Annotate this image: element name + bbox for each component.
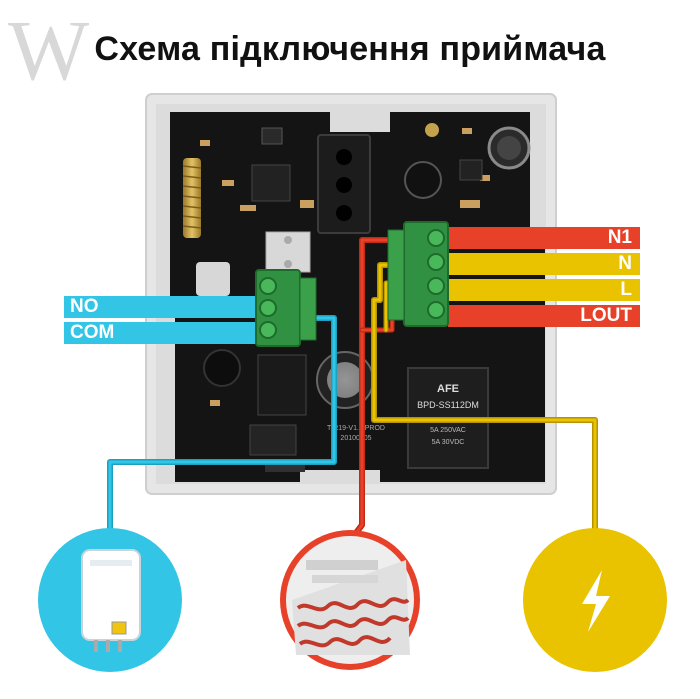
label-no: NO xyxy=(70,296,99,317)
relay-rating-1: 5A 250VAC xyxy=(430,427,466,434)
boiler-icon xyxy=(38,528,182,672)
bar-lout xyxy=(448,305,640,327)
label-l: L xyxy=(620,279,632,300)
board-date: 20100105 xyxy=(340,435,371,442)
label-com: COM xyxy=(70,322,115,343)
relay-model: BPD-SS112DM xyxy=(417,400,479,410)
watermark-logo: W xyxy=(8,2,90,98)
terminal-block-left xyxy=(255,269,317,347)
heated-floor-icon xyxy=(280,530,420,670)
board-id: T-R19-V1.0 PROD xyxy=(327,425,385,432)
capacitors xyxy=(404,123,531,199)
page-title: Схема підключення приймача xyxy=(94,30,606,68)
bar-n xyxy=(448,253,640,275)
chip-strip xyxy=(249,424,305,472)
jumper-block xyxy=(265,231,311,273)
relay-brand: AFE xyxy=(437,383,459,395)
power-lightning-icon xyxy=(523,528,667,672)
bar-com xyxy=(64,322,260,344)
bar-no xyxy=(64,296,260,318)
label-lout: LOUT xyxy=(580,305,632,326)
label-bars xyxy=(64,227,640,344)
antenna-spring xyxy=(182,158,202,238)
pin-connector xyxy=(317,134,371,234)
buzzer xyxy=(203,349,241,387)
bar-n1 xyxy=(448,227,640,249)
label-n: N xyxy=(618,253,632,274)
label-n1: N1 xyxy=(607,227,632,248)
terminal-block-right xyxy=(387,221,449,327)
relay-rating-2: 5A 30VDC xyxy=(432,439,465,446)
bar-l xyxy=(448,279,640,301)
